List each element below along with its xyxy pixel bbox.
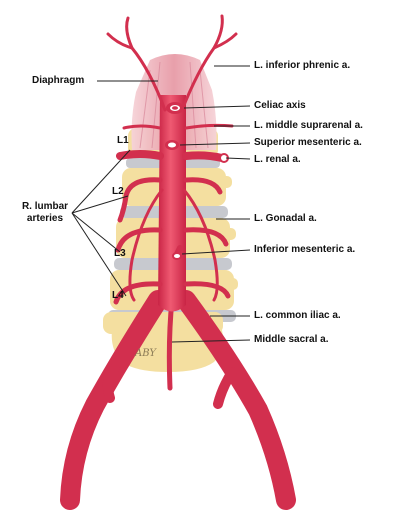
- right-gonadal-artery: [128, 188, 164, 302]
- right-iliac-artery: [60, 290, 168, 510]
- label-celiac-axis: Celiac axis: [254, 100, 306, 111]
- superior-mesenteric: [165, 140, 179, 150]
- right-renal-artery: [116, 150, 164, 160]
- label-lumbar-line2: arteries: [26, 213, 64, 224]
- label-middle-suprarenal: L. middle suprarenal a.: [254, 120, 363, 131]
- middle-sacral-artery: [166, 297, 175, 391]
- label-renal: L. renal a.: [254, 154, 301, 165]
- label-gonadal: L. Gonadal a.: [254, 213, 317, 224]
- label-inferior-phrenic: L. inferior phrenic a.: [254, 60, 351, 71]
- leader-lines: [71, 65, 251, 343]
- label-lumbar-arteries: R. lumbar arteries: [18, 201, 72, 225]
- left-gonadal-artery: [182, 188, 219, 302]
- aorta: [60, 95, 296, 510]
- celiac-axis: [166, 102, 184, 114]
- left-renal-artery: [182, 151, 226, 162]
- lumbar-arteries: [113, 177, 231, 305]
- label-l3: L3: [114, 248, 126, 259]
- label-diaphragm: Diaphragm: [32, 75, 85, 86]
- label-superior-mesenteric: Superior mesenteric a.: [254, 137, 362, 148]
- label-l1: L1: [117, 135, 129, 146]
- label-l4: L4: [112, 290, 124, 301]
- label-middle-sacral: Middle sacral a.: [254, 334, 329, 345]
- left-iliac-artery: [176, 290, 296, 510]
- phrenic-arteries: [106, 14, 238, 112]
- label-l2: L2: [112, 186, 124, 197]
- label-inferior-mesenteric: Inferior mesenteric a.: [254, 244, 356, 255]
- label-lumbar-line1: R. lumbar: [21, 201, 69, 212]
- label-common-iliac: L. common iliac a.: [254, 310, 341, 321]
- artist-signature: ABY: [135, 348, 156, 359]
